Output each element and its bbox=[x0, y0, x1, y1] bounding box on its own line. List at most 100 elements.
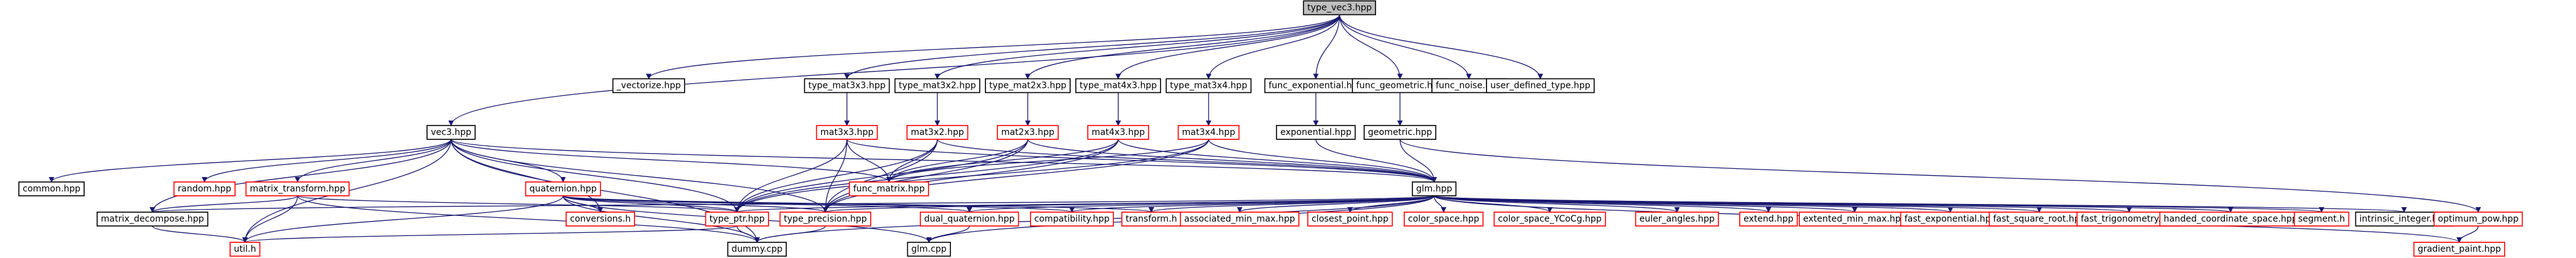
edge-arrow bbox=[48, 139, 452, 183]
node-gradient-paint-hpp[interactable]: gradient_paint.hpp bbox=[2413, 242, 2506, 257]
node-type-ptr-hpp[interactable]: type_ptr.hpp bbox=[705, 212, 769, 227]
node-common-hpp[interactable]: common.hpp bbox=[18, 181, 85, 196]
node-label: random.hpp bbox=[178, 184, 232, 194]
node-label: type_mat3x4.hpp bbox=[1170, 80, 1247, 90]
node-mat3x3-hpp[interactable]: mat3x3.hpp bbox=[816, 125, 878, 140]
node-label: user_defined_type.hpp bbox=[1490, 80, 1590, 90]
edge-arrow bbox=[1069, 195, 1435, 213]
node-quaternion-hpp[interactable]: quaternion.hpp bbox=[525, 181, 601, 196]
edge-arrow bbox=[2456, 225, 2479, 243]
node-box bbox=[426, 125, 476, 140]
node-box bbox=[804, 78, 890, 94]
node-extented-min-max-hpp[interactable]: extented_min_max.hpp bbox=[1799, 212, 1911, 227]
edge-arrow bbox=[450, 139, 1437, 183]
edge-arrow bbox=[242, 195, 564, 243]
node-label: type_mat3x3.hpp bbox=[808, 80, 885, 90]
node-label: geometric.hpp bbox=[1368, 127, 1432, 137]
edge-arrow bbox=[450, 139, 760, 243]
node-func-matrix-hpp[interactable]: func_matrix.hpp bbox=[849, 181, 929, 196]
node-box bbox=[1075, 78, 1162, 94]
edge-arrow bbox=[149, 139, 452, 213]
node-optimum-pow-hpp[interactable]: optimum_pow.hpp bbox=[2433, 212, 2523, 227]
node-compatibility-hpp[interactable]: compatibility.hpp bbox=[1029, 212, 1114, 227]
edge-arrow bbox=[448, 14, 1340, 126]
node-label: dual_quaternion.hpp bbox=[924, 214, 1015, 224]
node-label: compatibility.hpp bbox=[1034, 214, 1110, 224]
node-box bbox=[1165, 78, 1252, 94]
node-func-geometric-hpp[interactable]: func_geometric.hpp bbox=[1352, 78, 1448, 94]
node-fast-exponential-hpp[interactable]: fast_exponential.hpp bbox=[1900, 212, 2001, 227]
node-label: vec3.hpp bbox=[431, 127, 471, 137]
node-label: type_precision.hpp bbox=[784, 214, 867, 224]
node-user-defined-type-hpp[interactable]: user_defined_type.hpp bbox=[1486, 78, 1595, 94]
node-euler-angles-hpp[interactable]: euler_angles.hpp bbox=[1635, 212, 1719, 227]
node-func-exponential-hpp[interactable]: func_exponential.hpp bbox=[1264, 78, 1368, 94]
node-box bbox=[985, 78, 1071, 94]
node--vectorize-hpp[interactable]: _vectorize.hpp bbox=[612, 78, 685, 94]
node-label: optimum_pow.hpp bbox=[2438, 214, 2519, 224]
node-conversions-h[interactable]: conversions.h bbox=[565, 212, 635, 227]
node-glm-hpp[interactable]: glm.hpp bbox=[1412, 181, 1457, 196]
node-fast-trigonometry-hpp[interactable]: fast_trigonometry.hpp bbox=[2076, 212, 2182, 227]
node-label: quaternion.hpp bbox=[529, 184, 596, 194]
edge-arrow bbox=[934, 14, 1340, 80]
node-mat3x2-hpp[interactable]: mat3x2.hpp bbox=[906, 125, 969, 140]
node-matrix-transform-hpp[interactable]: matrix_transform.hpp bbox=[245, 181, 350, 196]
node-label: color_space.hpp bbox=[1408, 214, 1480, 224]
edge-arrow bbox=[1115, 14, 1340, 80]
edge-arrow bbox=[846, 139, 892, 183]
node-type-vec3-hpp[interactable]: type_vec3.hpp bbox=[1303, 0, 1376, 16]
edge-arrow bbox=[562, 195, 740, 213]
node-box bbox=[18, 181, 85, 196]
node-box bbox=[705, 212, 769, 227]
node-exponential-hpp[interactable]: exponential.hpp bbox=[1276, 125, 1356, 140]
node-box bbox=[1180, 212, 1300, 227]
node-label: intrinsic_integer.hpp bbox=[2359, 214, 2449, 224]
node-glm-cpp[interactable]: glm.cpp bbox=[907, 242, 951, 257]
node-matrix-decompose-hpp[interactable]: matrix_decompose.hpp bbox=[97, 212, 209, 227]
node-random-hpp[interactable]: random.hpp bbox=[173, 181, 236, 196]
node-label: type_mat4x3.hpp bbox=[1080, 80, 1157, 90]
node-associated-min-max-hpp[interactable]: associated_min_max.hpp bbox=[1180, 212, 1300, 227]
edge-arrow bbox=[1315, 139, 1438, 183]
node-label: util.h bbox=[234, 244, 256, 254]
edge-arrow bbox=[562, 195, 1154, 213]
node-dual-quaternion-hpp[interactable]: dual_quaternion.hpp bbox=[920, 212, 1019, 227]
node-box bbox=[1307, 212, 1393, 227]
node-type-mat3x3-hpp[interactable]: type_mat3x3.hpp bbox=[804, 78, 890, 94]
node-dummy-cpp[interactable]: dummy.cpp bbox=[727, 242, 787, 257]
node-mat3x4-hpp[interactable]: mat3x4.hpp bbox=[1177, 125, 1240, 140]
node-mat4x3-hpp[interactable]: mat4x3.hpp bbox=[1087, 125, 1149, 140]
node-box bbox=[173, 181, 236, 196]
node-box bbox=[849, 181, 929, 196]
node-type-mat3x4-hpp[interactable]: type_mat3x4.hpp bbox=[1165, 78, 1252, 94]
node-geometric-hpp[interactable]: geometric.hpp bbox=[1364, 125, 1437, 140]
node-vec3-hpp[interactable]: vec3.hpp bbox=[426, 125, 476, 140]
node-extend-hpp[interactable]: extend.hpp bbox=[1739, 212, 1798, 227]
node-label: common.hpp bbox=[23, 184, 80, 194]
node-handed-coordinate-space-hpp[interactable]: handed_coordinate_space.hpp bbox=[2159, 212, 2302, 227]
node-type-precision-hpp[interactable]: type_precision.hpp bbox=[779, 212, 871, 227]
node-box bbox=[1276, 125, 1356, 140]
node-label: func_exponential.hpp bbox=[1269, 80, 1364, 90]
node-type-mat4x3-hpp[interactable]: type_mat4x3.hpp bbox=[1075, 78, 1162, 94]
edge-arrow bbox=[201, 139, 452, 183]
node-closest-point-hpp[interactable]: closest_point.hpp bbox=[1307, 212, 1393, 227]
node-box bbox=[816, 125, 878, 140]
node-segment-h[interactable]: segment.h bbox=[2293, 212, 2350, 227]
edge-arrow bbox=[242, 195, 298, 243]
node-type-mat2x3-hpp[interactable]: type_mat2x3.hpp bbox=[985, 78, 1071, 94]
node-label: func_matrix.hpp bbox=[853, 184, 925, 194]
node-box bbox=[1303, 0, 1376, 16]
node-fast-square-root-hpp[interactable]: fast_square_root.hpp bbox=[1989, 212, 2090, 227]
node-intrinsic-integer-hpp[interactable]: intrinsic_integer.hpp bbox=[2355, 212, 2453, 227]
node-color-space-ycocg-hpp[interactable]: color_space_YCoCg.hpp bbox=[1493, 212, 1606, 227]
node-color-space-hpp[interactable]: color_space.hpp bbox=[1404, 212, 1484, 227]
node-label: euler_angles.hpp bbox=[1639, 214, 1715, 224]
node-mat2x3-hpp[interactable]: mat2x3.hpp bbox=[997, 125, 1059, 140]
edge-arrow bbox=[1399, 139, 1438, 183]
node-transform-h[interactable]: transform.h bbox=[1121, 212, 1182, 227]
edge-arrow bbox=[152, 225, 248, 243]
node-util-h[interactable]: util.h bbox=[229, 242, 261, 257]
node-type-mat3x2-hpp[interactable]: type_mat3x2.hpp bbox=[894, 78, 980, 94]
